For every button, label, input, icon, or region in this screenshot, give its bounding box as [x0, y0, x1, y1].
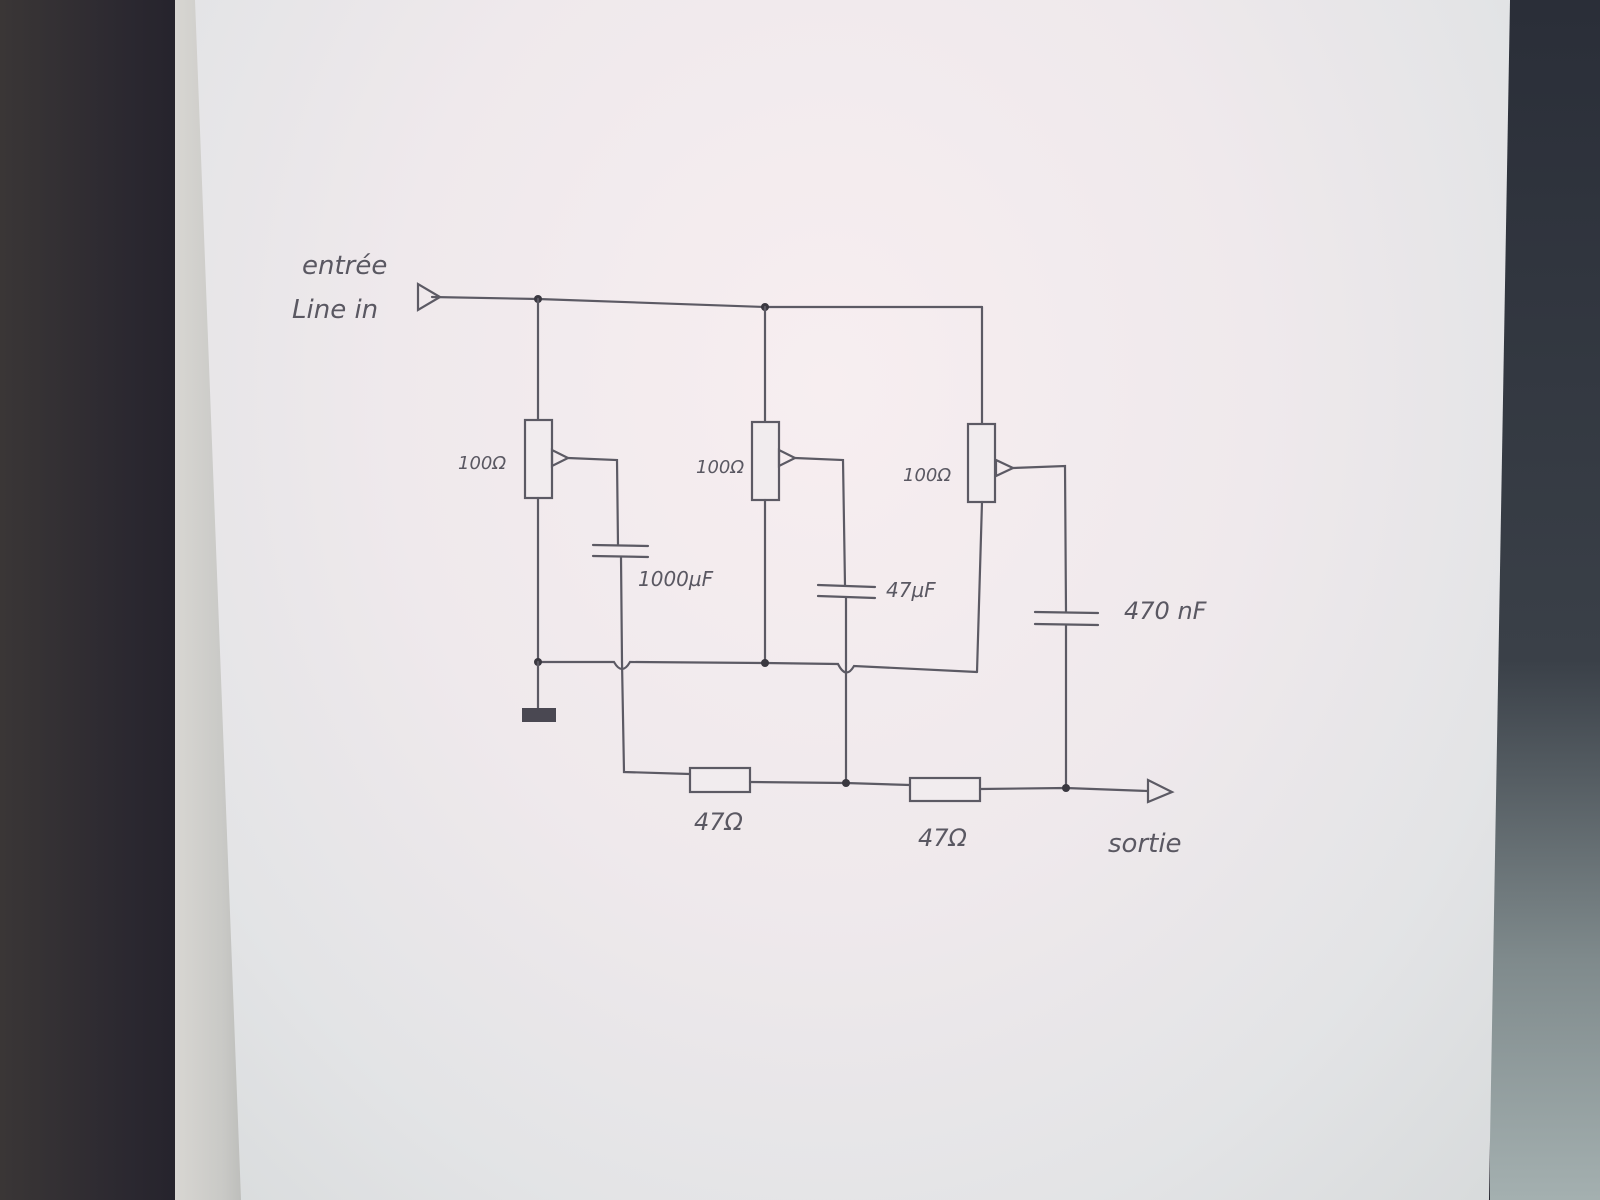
cap1-label: 1000µF — [638, 567, 714, 591]
cap2-label: 47µF — [886, 578, 936, 602]
output-chain-wire — [748, 780, 912, 787]
background-right — [1490, 0, 1600, 1200]
wiper-wire-2 — [793, 456, 847, 587]
branch3-wire — [975, 500, 984, 674]
res2-label: 47Ω — [918, 824, 968, 852]
pot2-label: 100Ω — [696, 457, 744, 478]
output-chain-wire — [620, 660, 692, 776]
input-terminal — [416, 282, 443, 312]
output-terminal — [1146, 778, 1175, 804]
junction-node — [842, 779, 850, 787]
potentiometer-3 — [966, 422, 997, 504]
capacitor-3 — [1033, 610, 1100, 627]
resistor-2 — [908, 776, 982, 803]
resistor-1 — [688, 766, 752, 794]
junction-node — [761, 659, 769, 667]
capacitor-1 — [591, 543, 650, 559]
ground-symbol — [522, 708, 556, 722]
pot1-label: 100Ω — [458, 453, 506, 474]
wiper-wire-3 — [1011, 464, 1068, 614]
input-label-line1: entrée — [302, 251, 387, 281]
potentiometer-2 — [750, 420, 781, 502]
res1-label: 47Ω — [694, 808, 744, 836]
input-label-line2: Line in — [292, 295, 378, 325]
wiper-arrow-2 — [777, 448, 798, 468]
paper-sheet — [195, 0, 1510, 1200]
potentiometer-1 — [523, 418, 554, 500]
wiper-arrow-3 — [994, 458, 1016, 478]
output-label: sortie — [1108, 829, 1182, 859]
ground-rail-wire — [536, 660, 979, 674]
junction-node — [1062, 784, 1070, 792]
wiper-wire-1 — [566, 456, 620, 547]
wiper-arrow-1 — [550, 448, 571, 468]
capacitor-2 — [816, 583, 877, 600]
top-rail-wire — [430, 295, 984, 309]
pot3-label: 100Ω — [903, 465, 951, 486]
capacitor-1-lead — [619, 555, 624, 664]
cap3-label: 470 nF — [1124, 597, 1208, 625]
